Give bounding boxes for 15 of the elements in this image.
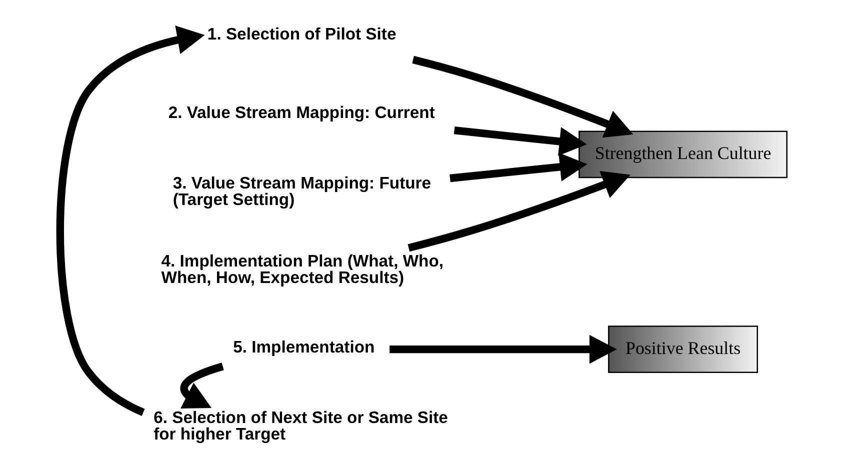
node-text: 2. Value Stream Mapping: Current [168, 102, 434, 122]
arrow [449, 152, 587, 182]
node-text: 4. Implementation Plan (What, Who, When, How, Expected Results) [160, 251, 444, 288]
node-text: 5. Implementation [232, 337, 374, 356]
node-box: Positive Results [608, 326, 758, 373]
node-text: 1. Selection of Pilot Site [206, 24, 396, 44]
node-text: 6. Selection of Next Site or Same Site for higher Target [153, 408, 448, 444]
arrow [389, 334, 616, 364]
arrow [412, 56, 633, 138]
arrow [453, 126, 586, 156]
arrow [180, 362, 224, 408]
node-box: Strengthen Lean Culture [578, 130, 787, 178]
arrow [407, 171, 630, 252]
arrow [56, 26, 204, 416]
node-text: 3. Value Stream Mapping: Future (Target Setting) [172, 173, 431, 209]
